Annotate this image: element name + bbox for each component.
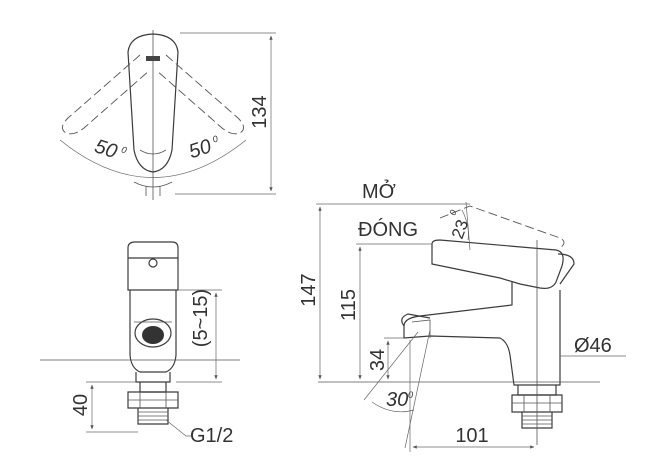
side-aerator [411,319,431,338]
front-lever-cap [127,241,179,259]
outlet-angle-label: 30 [386,389,408,411]
front-shank [139,382,167,393]
angle-arc [59,139,247,178]
tilt-angle-arc [461,209,469,241]
state-open-label: MỞ [362,179,396,203]
front-body-lower [129,290,177,373]
angle-left-label: 50 [92,135,120,163]
thread-leader [165,419,192,437]
front-range-label: (5~15) [190,289,212,347]
lever-top [127,33,179,173]
side-lever-tip [557,253,575,285]
side-nut [511,394,563,413]
front-body-upper [127,258,179,291]
front-thread-lines [138,411,168,421]
outlet-angle-line-2 [363,331,419,401]
lever-rotated-left [62,54,151,135]
diameter-label: Ø46 [574,335,612,357]
front-lever-screw [148,258,158,268]
side-view: 147 115 34 30 0 23 0 MỞ ĐÓNG Ø46 101 [298,179,626,452]
tilt-angle-line [465,201,471,251]
front-base [135,372,171,383]
outlet-angle-degree: 0 [408,390,413,400]
top-view: 134 50 0 50 0 [59,30,276,200]
state-close-label: ĐÓNG [358,218,418,241]
dim-134-label: 134 [249,95,271,128]
angle-left-degree: 0 [120,144,128,155]
spout-115-label: 115 [338,289,360,321]
angle-right-label: 50 [186,135,214,163]
base-arc [133,181,173,188]
side-spout-tip [401,313,431,327]
angle-right-degree: 0 [211,134,219,145]
lever-inner [139,149,167,155]
front-aerator-outer [134,318,172,348]
side-lever-closed [431,239,564,289]
side-lever-open [439,205,565,249]
tilt-angle-degree: 0 [447,209,458,217]
total-147-label: 147 [298,273,320,306]
shank-40-label: 40 [70,394,92,416]
front-view: (5~15) 40 G1/2 [40,241,240,447]
outlet-34-label: 34 [367,349,389,371]
front-nut-detail [128,392,178,408]
thread-label: G1/2 [190,425,233,447]
brand-logo [146,56,160,61]
reach-101-label: 101 [455,425,488,447]
front-nut [127,391,179,409]
front-aerator-inner [142,326,164,344]
outlet-angle-line-1 [404,329,431,449]
base-stub [145,186,161,196]
lever-rotated-right [155,54,244,135]
